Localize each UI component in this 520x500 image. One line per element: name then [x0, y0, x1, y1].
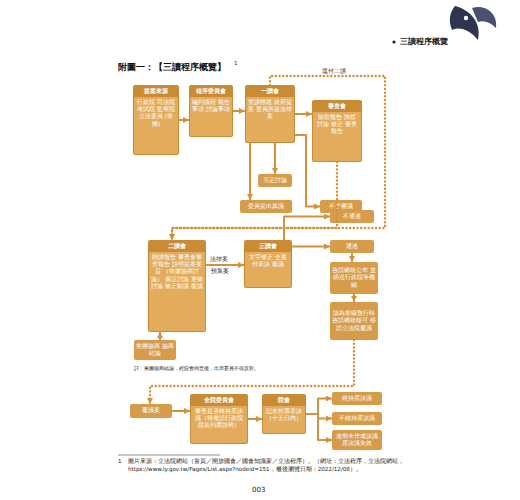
box-text: 覆議案: [131, 406, 171, 415]
flow-arrow: [206, 264, 244, 266]
flow-arrow: [274, 143, 276, 174]
outcome-box: 維持原決議: [332, 392, 382, 405]
process-box: 全院委員會審查是否維持原決議（得邀請行政院院長列席說明）: [190, 394, 248, 444]
small-box: 另定討論: [258, 174, 292, 187]
figure-title: 附圖一：【三讀程序概覽】: [118, 61, 226, 74]
box-body: 聽取報告 詢答 討論 修正 審查報告: [313, 112, 361, 161]
flow-arrow: [284, 217, 330, 241]
box-body: 記名投票表決 （十五日內）: [263, 406, 305, 433]
corner-ornament: [450, 6, 496, 40]
box-text: 不維持原決議: [333, 414, 381, 423]
outcome-box: 通過: [330, 240, 374, 253]
process-box: 二讀會朗讀報告 審查會審查報告 說明提案要旨 （依據協商討論） 廣泛討論 逐條討…: [148, 240, 206, 332]
source-box: 提案來源行政院 司法院 考試院 監察院 立法委員 (黨團): [133, 85, 179, 155]
flow-arrow: [248, 418, 262, 420]
box-heading: 二讀會: [149, 241, 205, 252]
outcome-box: 不通過: [330, 210, 374, 223]
flow-arrow: [351, 253, 353, 262]
page-number: 003: [252, 486, 282, 495]
process-box: 院會記名投票表決 （十五日內）: [262, 394, 306, 434]
small-box: 委員提出異議: [240, 200, 292, 213]
flow-arrow: [172, 410, 190, 412]
footnote-number: 1: [118, 458, 126, 465]
box-heading: 提案來源: [134, 86, 178, 97]
flow-arrow: [292, 246, 330, 248]
box-text: 認為窒礙難行時 咨請總統核可 移請立法院覆議: [331, 309, 377, 333]
flow-arrow: [353, 294, 355, 302]
bullet-dot: [392, 40, 395, 43]
process-box: 程序委員會編列議程 報告事項 討論事項: [189, 85, 233, 137]
box-heading: 審查會: [313, 101, 361, 112]
flow-arrow: [295, 113, 312, 115]
outcome-box: 不維持原決議: [332, 412, 382, 425]
outcome-box: 認為窒礙難行時 咨請總統核可 移請立法院覆議: [330, 302, 378, 340]
flow-arrow: [159, 332, 161, 340]
edge-note: 預算案: [211, 268, 241, 276]
edge-label: 法律案: [210, 256, 228, 264]
flow-arrow: [306, 414, 332, 440]
dotted-connector: [150, 340, 354, 404]
edge-label: 逕付二讀: [322, 68, 346, 76]
footnote-rule: [118, 455, 220, 456]
box-heading: 全院委員會: [191, 395, 247, 406]
box-text: 另定討論: [259, 176, 291, 185]
footnote-ref: 1: [234, 60, 244, 67]
outcome-box: 咨請總統公布 並函送行政院等機關: [330, 262, 378, 294]
box-text: 咨請總統公布 並函送行政院等機關: [331, 266, 377, 290]
small-box: 黨團協商 協商結論: [134, 340, 176, 360]
process-box: 一讀會宣讀標題 政府提案 委員所提法律案: [245, 85, 295, 143]
box-body: 文字修正 全案付表決 復議: [245, 252, 291, 287]
process-box: 三讀會文字修正 全案付表決 復議: [244, 240, 292, 288]
box-text: 逾期未作成決議 原決議失效: [333, 432, 381, 449]
outcome-box: 逾期未作成決議 原決議失效: [332, 430, 382, 450]
box-text: 通過: [331, 242, 373, 251]
box-text: 維持原決議: [333, 394, 381, 403]
box-text: 黨團協商 協商結論: [135, 342, 175, 359]
box-body: 編列議程 報告事項 討論事項: [190, 97, 232, 136]
box-heading: 程序委員會: [190, 86, 232, 97]
box-body: 宣讀標題 政府提案 委員所提法律案: [246, 97, 294, 142]
process-box: 覆議案: [130, 404, 172, 418]
process-box: 審查會聽取報告 詢答 討論 修正 審查報告: [312, 100, 362, 162]
box-text: 不通過: [331, 212, 373, 221]
flow-arrow: [306, 414, 332, 419]
box-heading: 三讀會: [245, 241, 291, 252]
flow-arrow: [249, 143, 251, 200]
box-heading: 一讀會: [246, 86, 294, 97]
box-heading: 院會: [263, 395, 305, 406]
running-header: 三讀程序概覽: [400, 37, 490, 48]
box-body: 審查是否維持原決議（得邀請行政院院長列席說明）: [191, 406, 247, 443]
dotted-connector: [172, 76, 385, 240]
footnote-text: 圖片來源：立法院網站（首頁／開放國會／國會知識家／立法程序）。（網址：立法程序，…: [128, 458, 413, 473]
dotted-connector: [172, 162, 337, 240]
box-body: 行政院 司法院 考試院 監察院 立法委員 (黨團): [134, 97, 178, 154]
flow-arrow: [179, 119, 189, 121]
box-body: 朗讀報告 審查會審查報告 說明提案要旨 （依據協商討論） 廣泛討論 逐條討論 修…: [149, 252, 205, 331]
flow-arrow: [233, 110, 245, 112]
flow-arrow: [306, 399, 332, 415]
note-text: 註：黨團協商結論，經院會同意後，出席委員不得反對。: [134, 365, 264, 372]
box-text: 委員提出異議: [241, 202, 291, 211]
